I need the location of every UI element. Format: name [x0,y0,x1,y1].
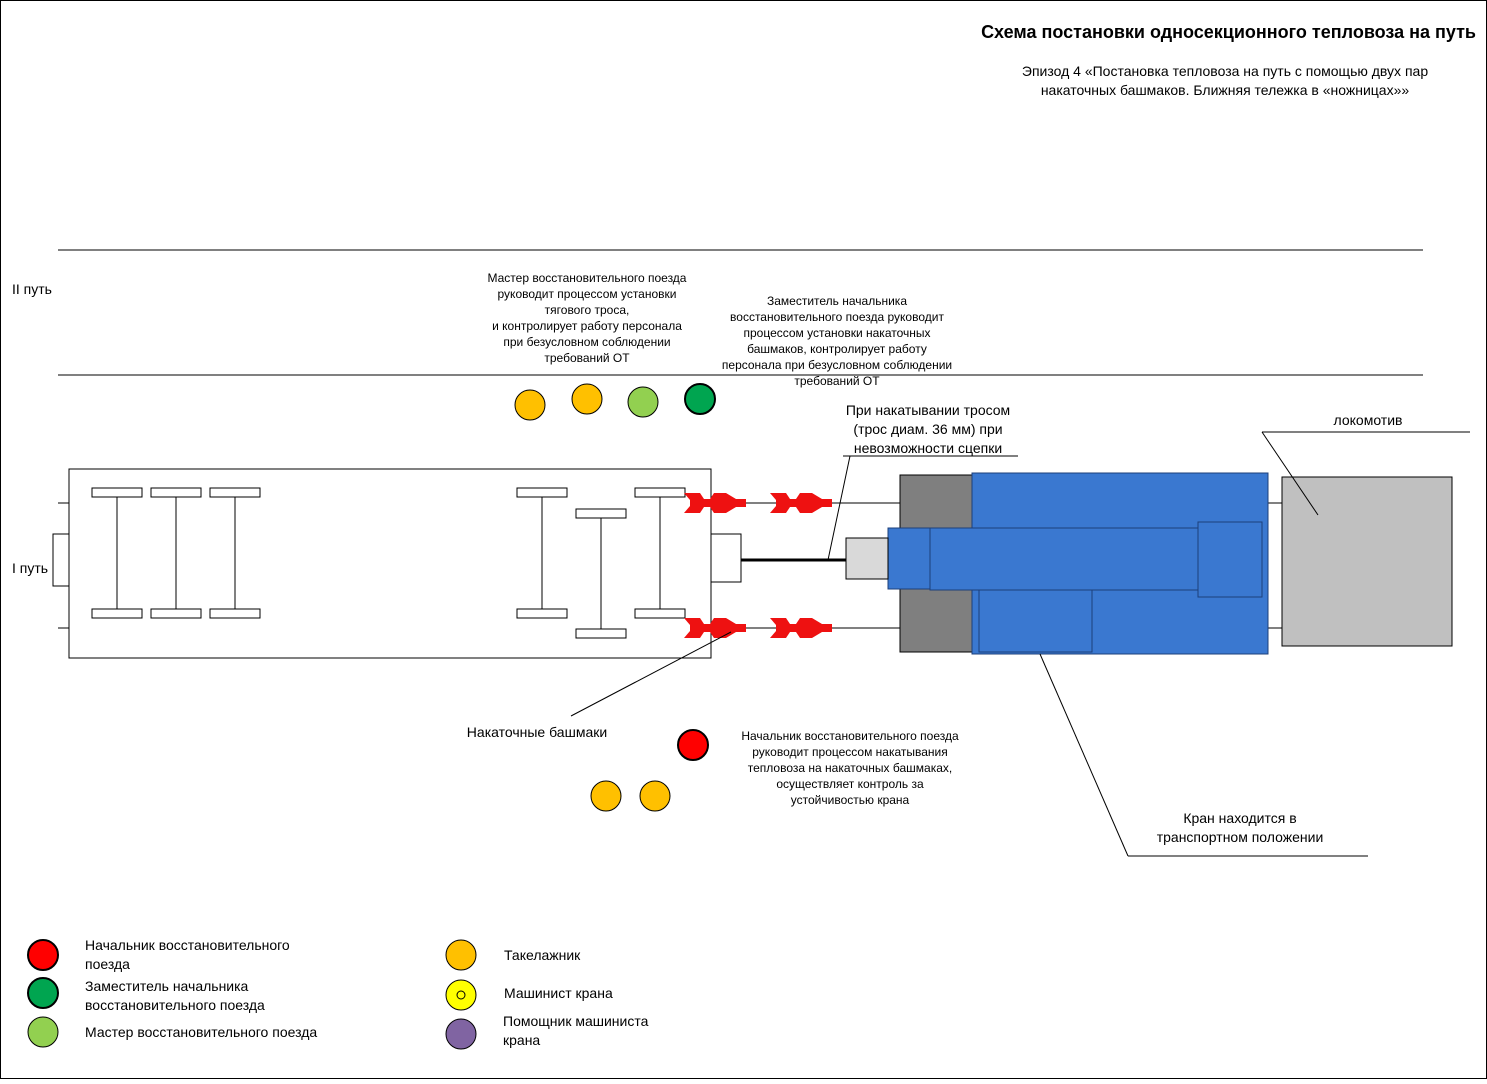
wheel-4-bottom [516,608,568,619]
legend-chief-marker [27,939,59,971]
crane-note-line-2: транспортном положении [1157,829,1324,845]
legend-crane-assistant-marker [445,1018,477,1050]
rigger-marker [639,780,671,812]
legend: Начальник восстановительного поезда Заме… [27,937,649,1050]
legend-crane-operator-dot [456,990,466,1000]
legend-chief-label-2: поезда [85,956,130,972]
wheel-1-bottom [91,608,143,619]
boom-hinge [1197,521,1263,598]
wheel-2-bottom [150,608,202,619]
crane-note-line-1: Кран находится в [1183,810,1296,826]
wheel-2-top [150,487,202,498]
shoes-leader [570,631,732,717]
shoes-label: Накаточные башмаки [467,724,607,740]
hook-block [845,537,889,580]
legend-deputy-label-1: Заместитель начальника [85,978,249,994]
track-2-label: II путь [12,281,52,297]
rigger-marker [571,383,603,415]
legend-rigger-label: Такелажник [504,947,581,963]
rigger-marker [590,780,622,812]
deputy-note-line-3: процессом установки накаточных [743,326,930,340]
cable-leader [827,455,851,561]
wheel-3-bottom [209,608,261,619]
crane-boom [929,527,1203,591]
chief-marker [677,729,709,761]
rerailing-shoe-icon [770,618,832,638]
chief-note-line-3: тепловоза на накаточных башмаках, [748,761,952,775]
rerailing-shoe-icon [770,493,832,513]
derailed-locomotive [52,468,742,659]
legend-crane-assistant-label-1: Помощник машиниста [503,1013,649,1029]
boom-head [887,527,931,590]
legend-crane-operator-marker [445,979,477,1011]
legend-master-marker [27,1016,59,1048]
chief-note-line-2: руководит процессом накатывания [752,745,948,759]
cable-note-line-1: При накатывании тросом [846,402,1010,418]
legend-rigger-marker [445,939,477,971]
legend-deputy-marker [27,977,59,1009]
cable-note-line-2: (трос диам. 36 мм) при [853,421,1002,437]
legend-crane-operator-label: Машинист крана [504,985,613,1001]
deputy-note-line-1: Заместитель начальника [767,294,907,308]
master-note-line-3: тягового троса, [545,303,630,317]
master-note: Мастер восстановительного поезда руковод… [488,271,687,365]
wheel-5-bottom [575,628,627,639]
chief-note-line-5: устойчивостью крана [791,793,910,807]
master-marker [627,386,659,418]
chief-note-line-4: осуществляет контроль за [776,777,924,791]
chief-note-line-1: Начальник восстановительного поезда [741,729,959,743]
deputy-note: Заместитель начальника восстановительног… [722,294,952,388]
cable-note: При накатывании тросом (трос диам. 36 мм… [846,402,1010,456]
track-1-label: I путь [12,560,48,576]
near-bogie [516,487,686,639]
wheel-3-top [209,487,261,498]
rigger-marker [514,389,546,421]
rerailing-shoe-icon [684,618,746,638]
far-bogie [91,487,261,619]
legend-crane-assistant-label-2: крана [503,1032,540,1048]
deputy-note-line-4: башмаков, контролирует работу [747,342,927,356]
crane-cab [978,589,1093,653]
deputy-note-line-5: персонала при безусловном соблюдении [722,358,952,372]
locomotive-label: локомотив [1334,412,1403,428]
crane-leader [1039,653,1129,857]
front-coupler [710,533,742,583]
crane [845,472,1269,655]
wheel-1-top [91,487,143,498]
locomotive-block [1281,476,1453,647]
wheel-6-top [634,487,686,498]
diagram-title: Схема постановки односекционного теплово… [981,22,1476,42]
master-note-line-1: Мастер восстановительного поезда [488,271,687,285]
rear-buffer [52,533,70,587]
personnel [514,383,716,812]
locomotive-leader [1261,431,1319,516]
chief-note: Начальник восстановительного поезда руко… [741,729,959,807]
episode-line-2: накаточных башмаков. Ближняя тележка в «… [1041,82,1410,98]
wheel-6-bottom [634,608,686,619]
episode-line-1: Эпизод 4 «Постановка тепловоза на путь с… [1022,63,1428,79]
deputy-note-line-6: требований ОТ [794,374,880,388]
wheel-5-top [575,508,627,519]
deputy-note-line-2: восстановительного поезда руководит [730,310,944,324]
rerailing-shoe-icon [684,493,746,513]
legend-chief-label-1: Начальник восстановительного [85,937,290,953]
wheel-4-top [516,487,568,498]
crane-note: Кран находится в транспортном положении [1157,810,1324,845]
cable-note-line-3: невозможности сцепки [854,440,1002,456]
master-note-line-6: требований ОТ [544,351,630,365]
legend-master-label: Мастер восстановительного поезда [85,1024,317,1040]
master-note-line-2: руководит процессом установки [498,287,677,301]
master-note-line-5: при безусловном соблюдении [503,335,670,349]
deputy-marker [684,383,716,415]
master-note-line-4: и контролирует работу персонала [492,319,682,333]
legend-deputy-label-2: восстановительного поезда [85,997,265,1013]
